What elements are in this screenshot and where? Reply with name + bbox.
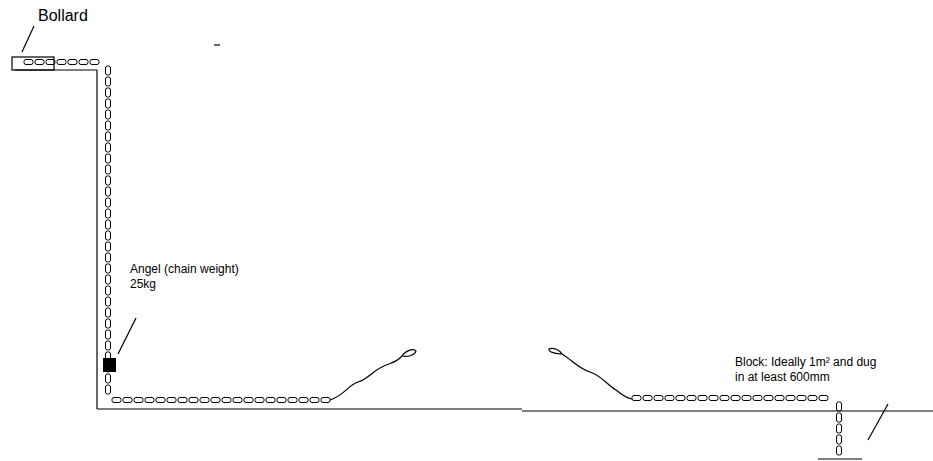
chain-link [106, 319, 111, 328]
chain-link [24, 60, 33, 65]
chain-link [797, 396, 806, 401]
chain-link [90, 60, 99, 65]
chain-link [106, 352, 111, 361]
chain-link [106, 308, 111, 317]
chain-link [643, 396, 652, 401]
chain-link [742, 396, 751, 401]
chain-link [211, 398, 220, 403]
chain-link [753, 396, 762, 401]
chain-link [764, 396, 773, 401]
chain-link [112, 398, 121, 403]
chain-link [244, 398, 253, 403]
chain-link [145, 398, 154, 403]
chain-link [654, 396, 663, 401]
chain-link [35, 60, 44, 65]
leader-line [22, 26, 34, 52]
part-name: Bollard [38, 6, 148, 26]
chain-link [698, 396, 707, 401]
chain-link [266, 398, 275, 403]
chain-link [632, 396, 641, 401]
chain-link [123, 398, 132, 403]
chain-link [106, 187, 111, 196]
chain-link [106, 88, 111, 97]
chain-link [106, 143, 111, 152]
chain-link [321, 398, 330, 403]
rope-end-left [330, 356, 402, 400]
chain-link [665, 396, 674, 401]
leader-line [118, 318, 136, 354]
chain-link [233, 398, 242, 403]
chain-link [837, 402, 842, 411]
chain-link [106, 176, 111, 185]
chain-link [134, 398, 143, 403]
chain-link [277, 398, 286, 403]
chain-link [676, 396, 685, 401]
callout-note: Angel (chain weight) 25kg [130, 262, 254, 292]
chain-link [106, 385, 111, 394]
chain-link [106, 77, 111, 86]
chain-link [106, 99, 111, 108]
chain-link [57, 60, 66, 65]
angel-weight [103, 358, 116, 372]
bollard [12, 57, 54, 70]
chain-link [837, 413, 842, 422]
chain-link [775, 396, 784, 401]
chain-link [46, 60, 55, 65]
stray-mark [214, 44, 220, 45]
chain-link [106, 231, 111, 240]
rope-end-right [562, 354, 632, 399]
chain-link [299, 398, 308, 403]
chain-link [808, 396, 817, 401]
chain-link [106, 363, 111, 372]
chain-link [310, 398, 319, 403]
chain-link [200, 398, 209, 403]
chain-link [837, 435, 842, 444]
chain-link [687, 396, 696, 401]
rope-eye-right [549, 348, 562, 354]
chain-link [106, 66, 111, 75]
chain-link [106, 264, 111, 273]
chain-link [106, 253, 111, 262]
chain-link [106, 341, 111, 350]
callout-note: Block: Ideally 1m² and dug in at least 6… [735, 355, 885, 385]
chain-link [106, 154, 111, 163]
chain-link [106, 198, 111, 207]
chain-link [79, 60, 88, 65]
chain-link [106, 242, 111, 251]
chain-link [106, 330, 111, 339]
chain-link [106, 286, 111, 295]
chain-link [189, 398, 198, 403]
quay-wall [96, 70, 97, 409]
chain-link [786, 396, 795, 401]
chain-link [222, 398, 231, 403]
chain-link [106, 132, 111, 141]
chain-link [837, 446, 842, 455]
chain-link [720, 396, 729, 401]
chain-link [106, 374, 111, 383]
chain-link [106, 275, 111, 284]
rope-eye-left [402, 350, 416, 357]
chain-link [167, 398, 176, 403]
chain-link [106, 297, 111, 306]
seabed-left [97, 408, 522, 409]
chain-link [837, 424, 842, 433]
chain-link [156, 398, 165, 403]
chain-link [178, 398, 187, 403]
chain-link [731, 396, 740, 401]
leader-line [868, 404, 888, 440]
chain-link [68, 60, 77, 65]
chain-link [106, 121, 111, 130]
chain-link [106, 165, 111, 174]
chain-link [106, 209, 111, 218]
chain-link [709, 396, 718, 401]
chain [24, 60, 842, 456]
chain-link [288, 398, 297, 403]
block [818, 458, 862, 459]
chain-link [819, 396, 828, 401]
chain-link [106, 220, 111, 229]
chain-link [106, 110, 111, 119]
chain-link [255, 398, 264, 403]
seabed-right [522, 410, 933, 411]
